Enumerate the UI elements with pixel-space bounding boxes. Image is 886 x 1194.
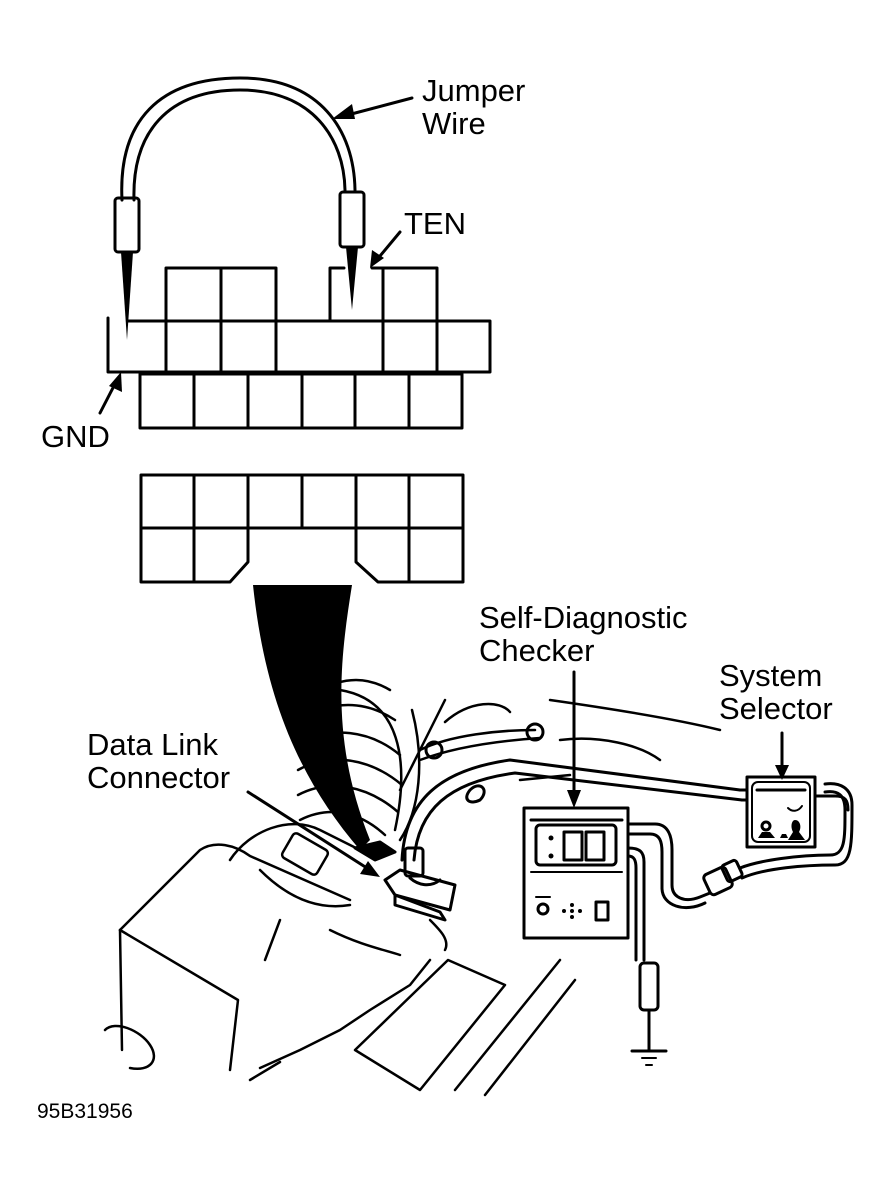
data-link-connector-device [353, 840, 457, 922]
data-link-connector-pointer-arrow [246, 790, 380, 877]
display-digit [562, 830, 584, 862]
checker-cables [626, 822, 712, 962]
connector-face-view [139, 473, 465, 584]
inline-plug-icon [702, 782, 854, 897]
checker-switch-icon [594, 900, 610, 922]
jumper-wire-label-line2: Wire [422, 106, 486, 141]
figure-id-code: 95B31956 [37, 1100, 133, 1123]
system-selector-cable [738, 788, 850, 812]
system-selector-label-line2: Selector [719, 691, 833, 726]
system-selector-device-icon [745, 731, 817, 849]
ten-label: TEN [404, 206, 466, 241]
data-link-connector-label-line2: Connector [87, 760, 231, 795]
checker-dial-icon [536, 902, 550, 916]
probe-pin-icon [338, 190, 366, 310]
probe-pin-icon [113, 196, 141, 340]
ground-symbol-icon [630, 1049, 668, 1066]
jumper-wire-label: Jumper Wire [422, 74, 525, 140]
zoom-callout-wedge [253, 585, 370, 850]
checker-indicator-dots [562, 903, 582, 919]
gnd-label: GND [41, 419, 110, 454]
checker-device-icon [522, 670, 630, 940]
data-link-connector-label: Data Link Connector [87, 728, 230, 794]
self-diagnostic-checker-label-line1: Self-Diagnostic [479, 600, 688, 635]
jumper-wire-pointer-arrow [332, 96, 414, 119]
jumper-wire-icon [113, 76, 366, 340]
system-selector-label: System Selector [719, 659, 833, 725]
data-link-connector-label-line1: Data Link [87, 727, 218, 762]
jumper-wire-label-line1: Jumper [422, 73, 526, 108]
gnd-pointer-arrow [98, 372, 122, 415]
ground-lead [630, 961, 668, 1066]
engine-bay-sketch [103, 678, 744, 1097]
ten-pointer-arrow [370, 230, 402, 268]
display-digit [584, 830, 606, 862]
self-diagnostic-checker-label: Self-Diagnostic Checker [479, 601, 687, 667]
connector-top-view [106, 266, 492, 430]
self-diagnostic-checker-label-line2: Checker [479, 633, 595, 668]
system-selector-label-line1: System [719, 658, 823, 693]
